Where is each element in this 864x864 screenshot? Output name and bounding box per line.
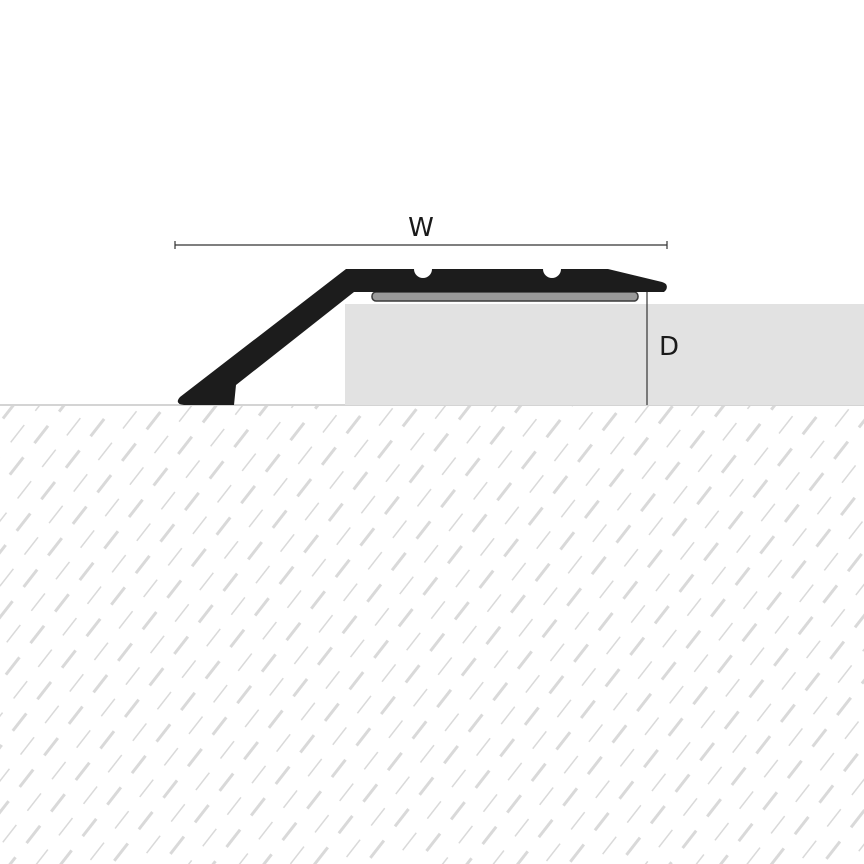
depth-label: D: [659, 332, 679, 362]
ramp-profile: [177, 269, 667, 405]
floor-covering: [345, 304, 864, 405]
subfloor-hatched: [0, 405, 864, 864]
adhesive-strip: [371, 291, 639, 302]
width-label: W: [408, 213, 434, 243]
